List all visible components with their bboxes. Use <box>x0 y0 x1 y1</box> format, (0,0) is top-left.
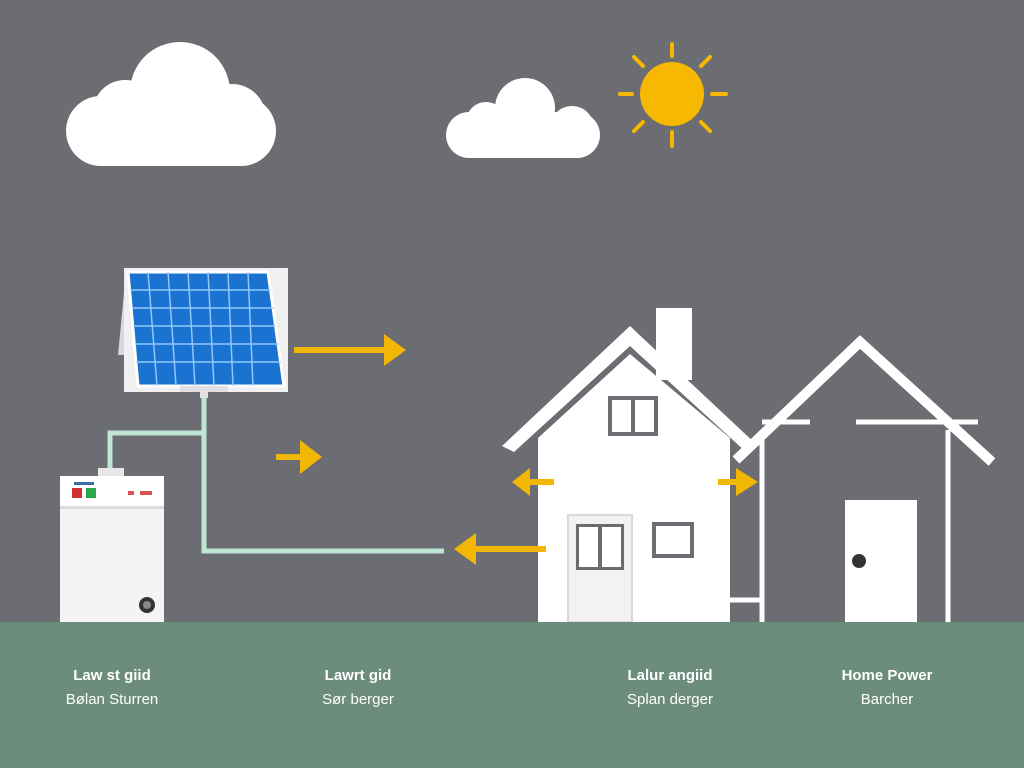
battery-icon <box>60 468 164 622</box>
label-subtitle: Bølan Sturren <box>65 691 159 708</box>
label-battery: Law st giid Bølan Sturren <box>12 664 212 712</box>
arrow-icon <box>454 533 546 565</box>
arrow-icon <box>294 334 406 366</box>
arrow-icon <box>718 468 758 496</box>
label-subtitle: Splan derger <box>627 691 713 708</box>
label-solar: Lawrt gid Sør berger <box>258 664 458 712</box>
solar-panel-icon <box>118 268 288 398</box>
label-title: Lalur angiid <box>627 667 713 684</box>
label-subtitle: Sør berger <box>322 691 394 708</box>
label-subtitle: Barcher <box>860 691 914 708</box>
label-title: Home Power <box>841 667 933 684</box>
wire-lines <box>107 390 444 554</box>
house-icon <box>502 308 758 623</box>
arrow-icon <box>512 468 554 496</box>
label-title: Lawrt gid <box>324 667 392 684</box>
arrow-icon <box>276 440 322 474</box>
label-home-power: Home Power Barcher <box>787 664 987 712</box>
cloud-icon <box>446 78 600 158</box>
label-title: Law st giid <box>73 667 151 684</box>
label-house: Lalur angiid Splan derger <box>570 664 770 712</box>
ground-strip <box>0 622 1024 768</box>
sun-icon <box>618 42 728 148</box>
cloud-icon <box>66 42 276 166</box>
home-outline-icon <box>730 335 996 622</box>
